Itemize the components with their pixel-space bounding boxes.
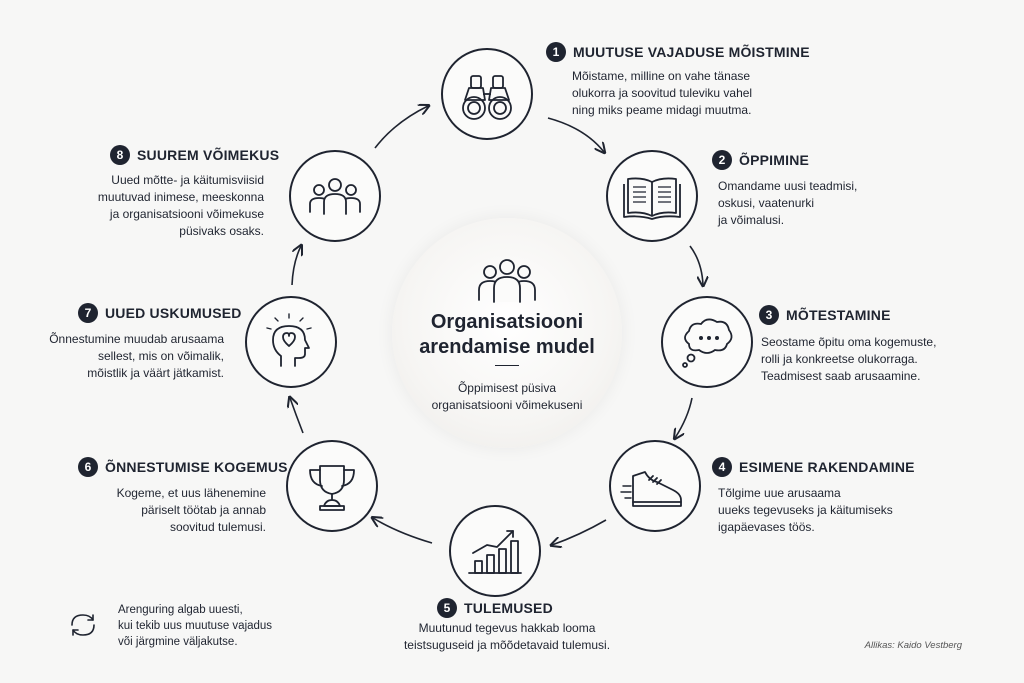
step-7-number: 7 (78, 303, 98, 323)
step-2-header: 2 ÕPPIMINE (712, 150, 809, 170)
binoculars-icon (462, 75, 512, 120)
step-3-number: 3 (759, 305, 779, 325)
step-1-header: 1 MUUTUSE VAJADUSE MÕISTMINE (546, 42, 810, 62)
model-subtitle: Õppimisest püsiva organisatsiooni võimek… (431, 381, 583, 412)
thought-bubble-icon (682, 318, 733, 368)
running-shoe-icon (620, 471, 682, 507)
step-6-number: 6 (78, 457, 98, 477)
growth-chart-icon (468, 530, 522, 574)
step-7-description: Õnnestumine muudab arusaama sellest, mis… (49, 332, 224, 380)
arrow-1-to-2 (547, 117, 604, 152)
step-4-description: Tõlgime uue arusaama uueks tegevuseks ja… (718, 486, 893, 534)
step-1-circle (441, 48, 533, 140)
arrow-5-to-6 (373, 518, 433, 544)
step-3-title: MÕTESTAMINE (786, 307, 891, 323)
arrow-7-to-8 (291, 246, 301, 286)
step-5-description: Muutunud tegevus hakkab looma teistsugus… (403, 621, 611, 652)
trophy-icon (309, 465, 355, 511)
step-8-header: 8 SUUREM VÕIMEKUS (110, 145, 279, 165)
team-icon (309, 178, 361, 215)
step-4-header: 4 ESIMENE RAKENDAMINE (712, 457, 915, 477)
open-book-icon (623, 177, 681, 220)
step-2-number: 2 (712, 150, 732, 170)
step-4-number: 4 (712, 457, 732, 477)
step-5-number: 5 (437, 598, 457, 618)
step-1-number: 1 (546, 42, 566, 62)
step-7-circle (245, 296, 337, 388)
step-2-title: ÕPPIMINE (739, 152, 810, 168)
people-group-icon (478, 259, 536, 303)
step-6-circle (286, 440, 378, 532)
step-6-description: Kogeme, et uus lähenemine päriselt tööta… (116, 486, 266, 534)
step-8-title: SUUREM VÕIMEKUS (137, 147, 280, 163)
arrow-8-to-1 (374, 106, 428, 149)
arrow-3-to-4 (675, 397, 693, 438)
step-2-description: Omandame uusi teadmisi, oskusi, vaatenur… (718, 179, 858, 227)
step-4-circle (609, 440, 701, 532)
cycle-arrows-icon (71, 614, 95, 636)
source-credit: Allikas: Kaido Vestberg (864, 640, 962, 651)
step-2-circle (606, 150, 698, 242)
step-8-number: 8 (110, 145, 130, 165)
step-8-description: Uued mõtte- ja käitumisviisid muutuvad i… (97, 173, 264, 238)
cycle-footnote: Arenguring algab uuesti, kui tekib uus m… (118, 604, 273, 648)
step-5-title: TULEMUSED (464, 600, 553, 616)
step-4-title: ESIMENE RAKENDAMINE (739, 459, 915, 475)
step-6-header: 6 ÕNNESTUMISE KOGEMUS (78, 457, 288, 477)
arrow-2-to-3 (689, 245, 703, 285)
step-7-header: 7 UUED USKUMUSED (78, 303, 242, 323)
head-heart-icon (266, 313, 312, 367)
step-3-description: Seostame õpitu oma kogemuste, rolli ja k… (761, 335, 937, 383)
step-1-description: Mõistame, milline on vahe tänase olukorr… (572, 69, 753, 117)
step-5-circle (449, 505, 541, 597)
center-disc (392, 218, 622, 448)
arrow-4-to-5 (552, 519, 607, 545)
center-divider (495, 365, 519, 366)
step-3-circle (661, 296, 753, 388)
step-6-title: ÕNNESTUMISE KOGEMUS (105, 459, 288, 475)
step-1-title: MUUTUSE VAJADUSE MÕISTMINE (573, 44, 810, 60)
model-title: Organisatsiooni arendamise mudel (419, 311, 595, 358)
step-5-header: 5 TULEMUSED (437, 598, 553, 618)
step-3-header: 3 MÕTESTAMINE (759, 305, 891, 325)
arrow-6-to-7 (290, 398, 304, 434)
step-7-title: UUED USKUMUSED (105, 305, 242, 321)
step-8-circle (289, 150, 381, 242)
